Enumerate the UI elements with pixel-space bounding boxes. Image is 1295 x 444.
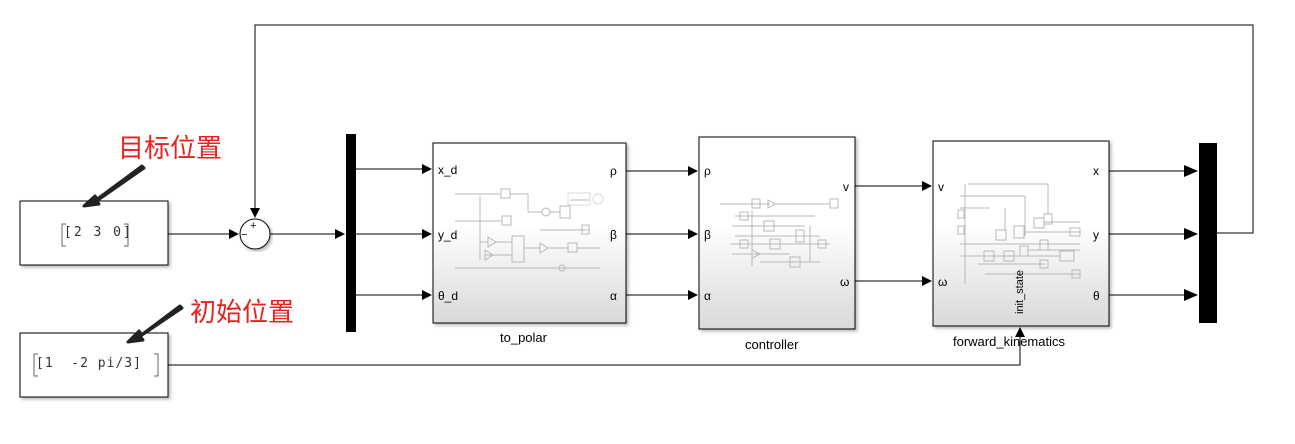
controller-input-alpha: α bbox=[704, 289, 711, 303]
target-constant-block[interactable] bbox=[19, 200, 169, 266]
sum-plus-sign: + bbox=[250, 220, 257, 232]
controller-thumbnail bbox=[720, 198, 839, 268]
to-polar-label[interactable]: to_polar bbox=[500, 330, 547, 345]
controller-input-beta: β bbox=[704, 228, 711, 242]
to-polar-input-x-d: x_d bbox=[438, 163, 458, 177]
signal-lines bbox=[168, 24, 1254, 366]
to-polar-input-y-d: y_d bbox=[438, 228, 458, 242]
to-polar-output-beta: β bbox=[610, 228, 617, 242]
to-polar-output-alpha: α bbox=[610, 289, 617, 303]
to-polar-subsystem[interactable] bbox=[432, 142, 627, 324]
target-annotation-arrow bbox=[82, 164, 146, 208]
fk-input-v: v bbox=[938, 180, 944, 194]
to-polar-output-rho: ρ bbox=[610, 164, 617, 178]
annotation-arrows bbox=[82, 164, 184, 344]
forward-kinematics-label[interactable]: forward_kinematics bbox=[953, 334, 1065, 349]
mux-bus[interactable] bbox=[346, 134, 356, 332]
fk-output-x: x bbox=[1093, 164, 1099, 178]
controller-subsystem[interactable] bbox=[698, 136, 856, 330]
initial-constant-value: [1 -2 pi/3] bbox=[36, 356, 142, 371]
fk-init-state-port: init_state bbox=[1014, 269, 1026, 314]
fk-output-theta: θ bbox=[1093, 289, 1100, 303]
initial-position-annotation: 初始位置 bbox=[190, 298, 295, 328]
fk-output-y: y bbox=[1093, 228, 1099, 242]
initial-brackets bbox=[33, 353, 159, 377]
initial-annotation-arrow bbox=[126, 304, 184, 344]
target-brackets bbox=[61, 223, 129, 247]
target-constant-value: [2 3 0] bbox=[64, 225, 133, 240]
fk-input-omega: ω bbox=[938, 275, 948, 289]
controller-input-rho: ρ bbox=[704, 164, 711, 178]
initial-constant-block[interactable] bbox=[19, 332, 169, 398]
to-polar-input-theta-d: θ_d bbox=[438, 289, 459, 303]
forward-kinematics-thumbnail bbox=[957, 183, 1081, 284]
target-position-annotation: 目标位置 bbox=[118, 134, 223, 164]
controller-output-omega: ω bbox=[840, 275, 850, 289]
controller-label[interactable]: controller bbox=[745, 337, 799, 352]
output-mux-bus[interactable] bbox=[1199, 143, 1217, 323]
controller-output-v: v bbox=[843, 180, 849, 194]
to-polar-thumbnail bbox=[455, 188, 604, 272]
sum-minus-sign: − bbox=[241, 229, 248, 241]
